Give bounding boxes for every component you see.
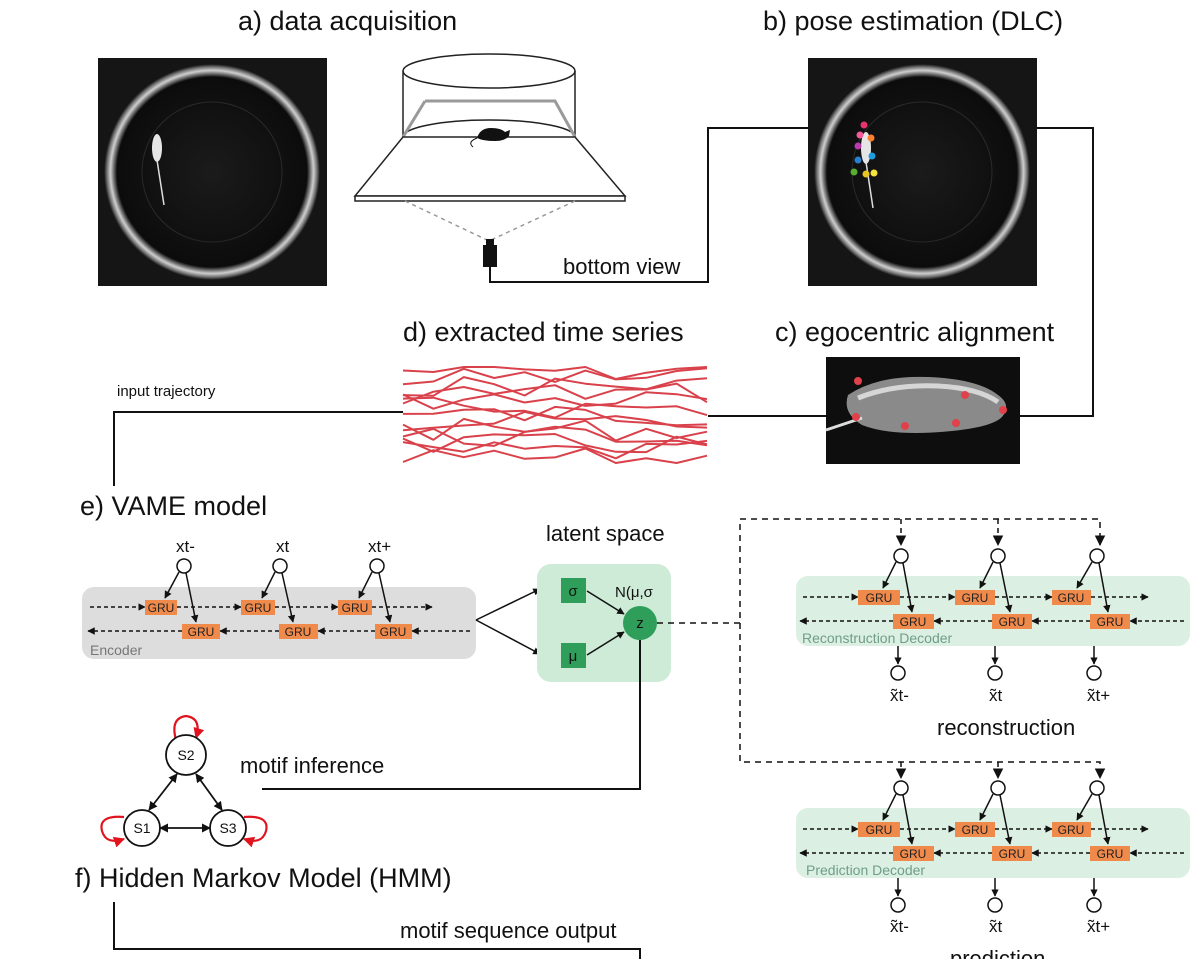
gru-cell: GRU — [342, 601, 369, 615]
gru-cell: GRU — [999, 615, 1026, 629]
trace-line — [402, 447, 708, 464]
panel-b-title: b) pose estimation (DLC) — [763, 6, 1063, 36]
gru-cell: GRU — [900, 847, 927, 861]
input-xt-minus: xt- — [176, 537, 195, 556]
panel-e-title: e) VAME model — [80, 491, 267, 521]
gru-cell: GRU — [962, 823, 989, 837]
reconstruction-io: x̃t- x̃t x̃t+ — [882, 548, 1111, 705]
prediction-decoder-label: Prediction Decoder — [806, 862, 925, 878]
gru-cell: GRU — [285, 625, 312, 639]
latent-distribution: N(μ,σ — [615, 584, 654, 601]
gru-cell: GRU — [999, 847, 1026, 861]
prediction-io: x̃t- x̃t x̃t+ — [882, 780, 1111, 936]
input-xt-plus: xt+ — [368, 537, 391, 556]
output-xt-minus: x̃t- — [890, 686, 909, 705]
prediction-decoder: Prediction Decoder GRU GRU GRU GRU GRU G… — [796, 808, 1190, 878]
gru-cell: GRU — [866, 591, 893, 605]
latent-to-prediction — [739, 623, 1106, 780]
mu-node: μ — [569, 648, 578, 665]
output-xt: x̃t — [989, 686, 1003, 705]
connector-input-trajectory — [113, 411, 403, 486]
gru-cell: GRU — [188, 625, 215, 639]
connector-motif-inference — [262, 640, 641, 790]
trace-line — [402, 367, 708, 386]
prediction-xt-minus: x̃t- — [890, 917, 909, 936]
trace-line — [402, 433, 708, 454]
reconstruction-decoder: Reconstruction Decoder GRU GRU GRU GRU G… — [796, 576, 1190, 646]
time-series-traces — [402, 366, 708, 464]
connector-motif-sequence — [113, 902, 641, 959]
encoder-block: Encoder GRU GRU GRU GRU GRU GRU — [82, 587, 476, 659]
z-node: z — [636, 615, 644, 632]
gru-cell: GRU — [900, 615, 927, 629]
trace-line — [402, 366, 708, 380]
trace-line — [402, 425, 708, 447]
connector-bottom-view — [489, 127, 808, 283]
gru-cell: GRU — [1097, 615, 1124, 629]
connector-pose-to-alignment — [1020, 127, 1094, 417]
prediction-xt: x̃t — [989, 917, 1003, 936]
latent-space-title: latent space — [546, 521, 665, 546]
output-xt-plus: x̃t+ — [1087, 686, 1110, 705]
gru-cell: GRU — [148, 601, 175, 615]
gru-cell: GRU — [1058, 823, 1085, 837]
latent-space-block: σ μ z N(μ,σ — [537, 564, 671, 682]
state-s2: S2 — [177, 747, 194, 763]
prediction-caption: prediction — [950, 946, 1045, 959]
gru-cell: GRU — [866, 823, 893, 837]
gru-cell: GRU — [962, 591, 989, 605]
keypoint-marker — [860, 121, 868, 129]
reconstruction-caption: reconstruction — [937, 715, 1075, 740]
panel-d-title: d) extracted time series — [403, 317, 684, 347]
prediction-xt-plus: x̃t+ — [1087, 917, 1110, 936]
gru-cell: GRU — [380, 625, 407, 639]
input-xt: xt — [276, 537, 290, 556]
arena-photo-b — [808, 58, 1037, 286]
encoder-inputs: xt- xt xt+ — [164, 537, 393, 623]
sigma-node: σ — [568, 583, 578, 600]
trace-line — [402, 439, 708, 460]
aligned-mouse-photo — [825, 357, 1020, 464]
hmm-graph: S2 S1 S3 — [100, 714, 268, 848]
trace-line — [402, 417, 708, 442]
motif-inference-label: motif inference — [240, 753, 384, 778]
encoder-label: Encoder — [90, 642, 142, 658]
state-s3: S3 — [219, 820, 236, 836]
mouse-silhouette — [152, 134, 162, 162]
bottom-view-label: bottom view — [563, 254, 680, 279]
trace-line — [402, 405, 708, 427]
trace-line — [402, 376, 708, 397]
motif-sequence-label: motif sequence output — [400, 918, 616, 943]
gru-cell: GRU — [1097, 847, 1124, 861]
gru-cell: GRU — [245, 601, 272, 615]
panel-c-title: c) egocentric alignment — [775, 317, 1055, 347]
mouse-icon — [477, 128, 510, 141]
panel-a-title: a) data acquisition — [238, 6, 457, 36]
gru-cell: GRU — [1058, 591, 1085, 605]
input-trajectory-label: input trajectory — [117, 383, 216, 400]
trace-line — [402, 382, 708, 405]
latent-to-reconstruction — [657, 518, 1106, 624]
camera-icon — [483, 239, 497, 267]
state-s1: S1 — [133, 820, 150, 836]
recording-setup-drawing — [353, 53, 627, 241]
reconstruction-decoder-label: Reconstruction Decoder — [802, 630, 953, 646]
panel-f-title: f) Hidden Markov Model (HMM) — [75, 863, 452, 893]
arena-photo-a — [98, 58, 327, 286]
